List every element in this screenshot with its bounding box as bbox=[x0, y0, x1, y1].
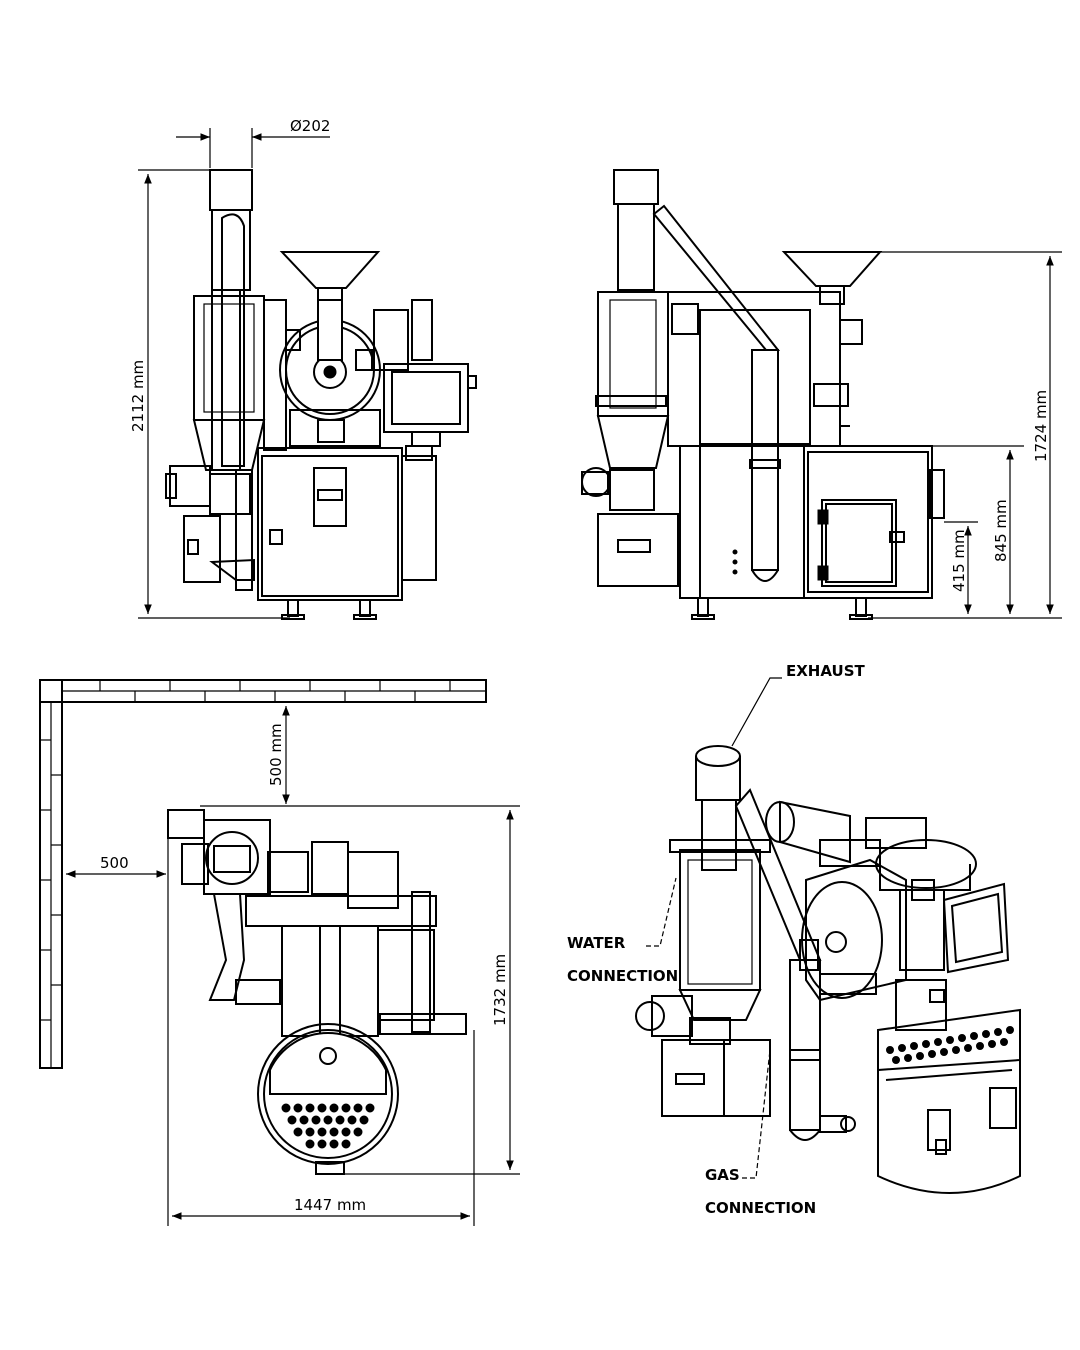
pipe-diameter-label: Ø202 bbox=[290, 117, 330, 135]
depth-label: 1732 mm bbox=[491, 954, 509, 1026]
side-view bbox=[581, 169, 945, 620]
side-low-height-label: 415 mm bbox=[950, 529, 968, 592]
side-total-height-label: 1724 mm bbox=[1032, 390, 1050, 462]
isometric-view bbox=[635, 745, 1021, 1194]
side-dimensions: 1724 mm 845 mm 415 mm bbox=[868, 251, 1062, 619]
cooler-holes bbox=[281, 1103, 375, 1149]
front-dimensions: Ø202 2112 mm bbox=[129, 117, 330, 619]
side-clearance-label: 500 bbox=[100, 854, 129, 872]
front-view bbox=[165, 169, 477, 620]
gas-label-line2: CONNECTION bbox=[705, 1199, 816, 1217]
back-clearance-label: 500 mm bbox=[267, 723, 285, 786]
top-dimensions: 500 mm 500 1732 mm 1447 mm bbox=[66, 706, 520, 1226]
water-label-line1: WATER bbox=[567, 934, 626, 952]
top-view bbox=[39, 679, 487, 1175]
front-height-label: 2112 mm bbox=[129, 360, 147, 432]
water-label-line2: CONNECTION bbox=[567, 967, 678, 985]
exhaust-label: EXHAUST bbox=[786, 662, 865, 680]
callouts: EXHAUST WATER CONNECTION GAS CONNECTION bbox=[567, 662, 865, 1217]
wall bbox=[39, 679, 487, 1069]
gas-label-line1: GAS bbox=[705, 1166, 740, 1184]
width-label: 1447 mm bbox=[294, 1196, 366, 1214]
side-mid-height-label: 845 mm bbox=[992, 499, 1010, 562]
tray-holes bbox=[886, 1026, 1014, 1064]
